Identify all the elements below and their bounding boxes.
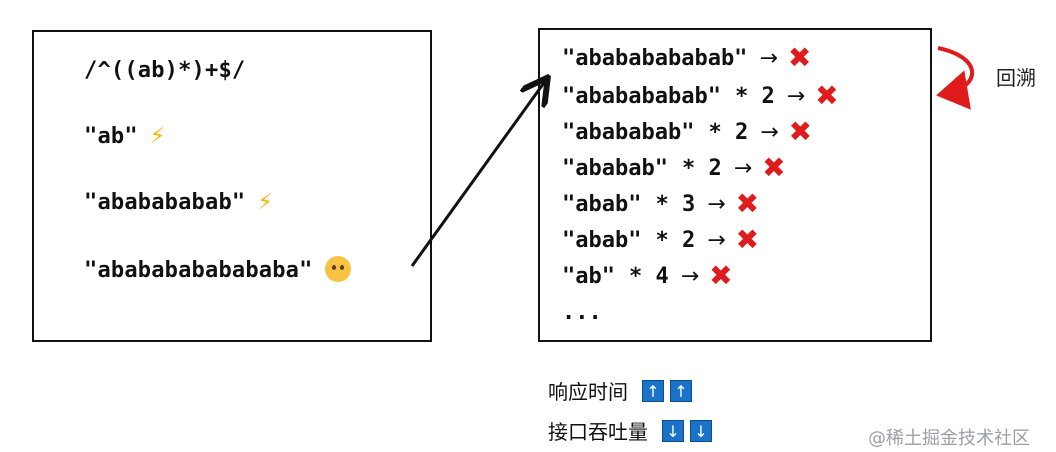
backtrack-label: 回溯 bbox=[996, 66, 1036, 90]
watermark: @稀土掘金技术社区 bbox=[868, 428, 1030, 449]
cross-icon: ✖ bbox=[787, 41, 812, 74]
step-text: "abab" bbox=[562, 227, 642, 253]
step-text: "ab" bbox=[562, 263, 615, 289]
example-item: "ababababab" ⚡ bbox=[84, 190, 273, 215]
down-arrow-icon: ↓ bbox=[662, 419, 684, 442]
thinking-face-icon bbox=[324, 256, 351, 283]
ellipsis: ... bbox=[562, 300, 602, 325]
backtrack-arrow bbox=[936, 46, 974, 110]
example-text: "ababababab" bbox=[84, 190, 246, 215]
step-multiplier: * 2 bbox=[655, 227, 696, 253]
step-text: "ababab" bbox=[562, 155, 668, 181]
metric-label: 接口吞吐量 bbox=[548, 420, 648, 444]
cross-icon: ✖ bbox=[735, 223, 760, 256]
step-row: "abababababab" → ✖ bbox=[562, 44, 811, 72]
example-text: "ab" bbox=[84, 124, 138, 149]
cross-icon: ✖ bbox=[762, 151, 786, 184]
cross-icon: ✖ bbox=[735, 187, 760, 220]
step-multiplier: * 2 bbox=[734, 83, 775, 109]
cross-icon: ✖ bbox=[815, 79, 839, 112]
down-arrow-icon: ↓ bbox=[690, 419, 712, 442]
up-arrow-icon: ↑ bbox=[670, 379, 692, 402]
metric-response-time: 响应时间 ↑ ↑ bbox=[548, 376, 692, 405]
lightning-icon: ⚡ bbox=[257, 190, 273, 215]
step-row: "ababababab" * 2 → ✖ bbox=[562, 82, 839, 110]
right-arrow-icon: → bbox=[733, 155, 753, 181]
step-row: "ab" * 4 → ✖ bbox=[562, 262, 733, 290]
example-item: "abababababababa" bbox=[84, 256, 351, 283]
connector-arrow bbox=[410, 80, 546, 267]
right-arrow-icon: → bbox=[760, 119, 779, 145]
right-arrow-icon: → bbox=[759, 45, 778, 71]
step-row: "abab" * 2 → ✖ bbox=[562, 226, 759, 254]
step-text: "ababababab" bbox=[562, 83, 721, 109]
lightning-icon: ⚡ bbox=[149, 124, 166, 149]
right-arrow-icon: → bbox=[707, 191, 726, 217]
cross-icon: ✖ bbox=[788, 115, 813, 148]
cross-icon: ✖ bbox=[709, 259, 733, 292]
example-text: "abababababababa" bbox=[84, 258, 313, 283]
step-multiplier: * 3 bbox=[655, 191, 696, 217]
regex-pattern: /^((ab)*)+$/ bbox=[84, 58, 246, 83]
up-arrow-icon: ↑ bbox=[642, 379, 664, 402]
metric-label: 响应时间 bbox=[548, 380, 628, 404]
right-arrow-icon: → bbox=[707, 227, 726, 253]
backtracking-steps-panel: "abababababab" → ✖ "ababababab" * 2 → ✖ … bbox=[538, 28, 932, 342]
step-row: "abab" * 3 → ✖ bbox=[562, 190, 759, 218]
metric-throughput: 接口吞吐量 ↓ ↓ bbox=[548, 416, 712, 445]
step-multiplier: * 2 bbox=[708, 119, 749, 145]
step-multiplier: * 4 bbox=[628, 263, 669, 289]
step-row: "abababab" * 2 → ✖ bbox=[562, 118, 812, 146]
right-arrow-icon: → bbox=[680, 263, 700, 289]
step-text: "abababababab" bbox=[562, 45, 748, 71]
right-arrow-icon: → bbox=[786, 83, 806, 109]
step-text: "abababab" bbox=[562, 119, 695, 145]
step-row: "ababab" * 2 → ✖ bbox=[562, 154, 786, 182]
input-examples-panel: /^((ab)*)+$/ "ab" ⚡ "ababababab" ⚡ "ababab… bbox=[32, 30, 432, 342]
step-multiplier: * 2 bbox=[681, 155, 722, 181]
example-item: "ab" ⚡ bbox=[84, 124, 165, 149]
step-text: "abab" bbox=[562, 191, 642, 217]
